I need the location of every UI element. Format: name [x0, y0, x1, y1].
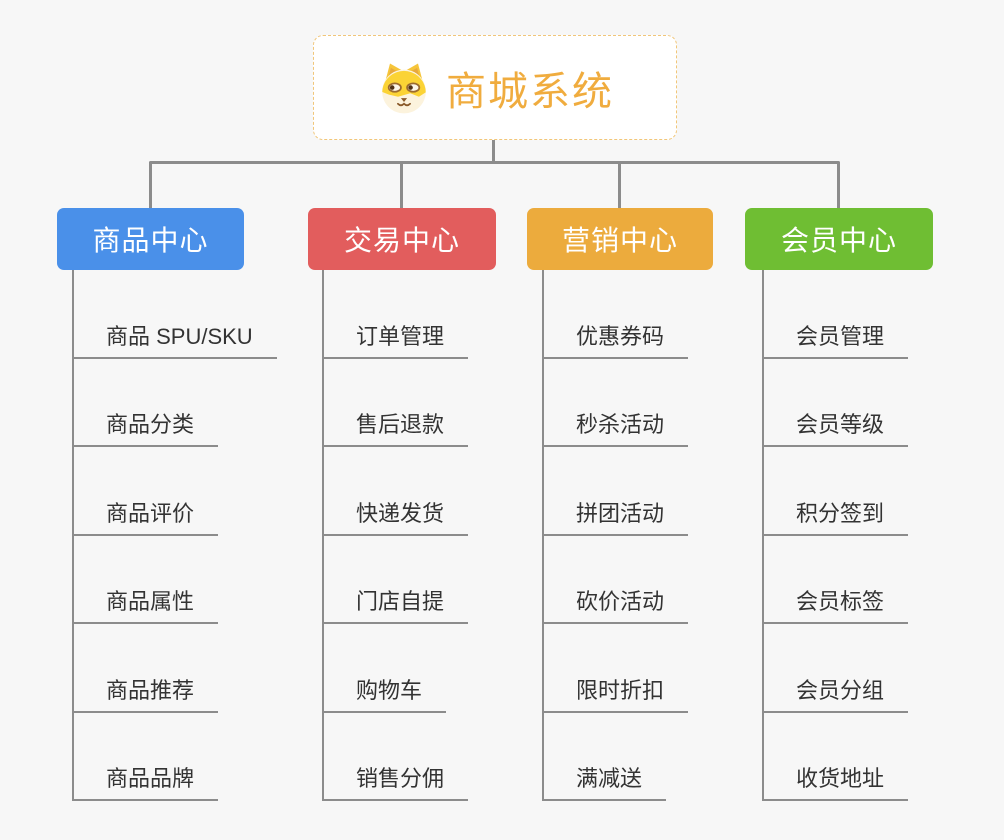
connector-drop-product [149, 162, 152, 209]
leaf-node[interactable]: 销售分佣 [322, 713, 469, 801]
column-marketing-center: 优惠券码 秒杀活动 拼团活动 砍价活动 限时折扣 满减送 [542, 270, 689, 801]
leaf-node[interactable]: 收货地址 [762, 713, 909, 801]
branch-product-center[interactable]: 商品中心 [57, 208, 244, 270]
leaf-node[interactable]: 会员等级 [762, 359, 909, 447]
branch-trade-center[interactable]: 交易中心 [308, 208, 496, 270]
leaf-node[interactable]: 会员分组 [762, 624, 909, 713]
branch-member-center[interactable]: 会员中心 [745, 208, 933, 270]
leaf-node[interactable]: 商品评价 [72, 447, 219, 536]
leaf-node[interactable]: 门店自提 [322, 536, 469, 624]
connector-root-stub [492, 140, 495, 163]
leaf-node[interactable]: 优惠券码 [542, 270, 689, 359]
root-title: 商城系统 [446, 69, 614, 114]
connector-drop-member [837, 162, 840, 209]
branch-marketing-center[interactable]: 营销中心 [527, 208, 713, 270]
dog-face-icon [382, 63, 426, 113]
column-member-center: 会员管理 会员等级 积分签到 会员标签 会员分组 收货地址 [762, 270, 909, 801]
connector-horizontal [149, 161, 840, 164]
trunk-line [542, 270, 544, 801]
leaf-node[interactable]: 积分签到 [762, 447, 909, 536]
leaf-node[interactable]: 满减送 [542, 713, 667, 801]
leaf-node[interactable]: 限时折扣 [542, 624, 689, 713]
root-node-mall-system[interactable]: 商城系统 [313, 35, 677, 140]
leaf-node[interactable]: 商品推荐 [72, 624, 219, 713]
leaf-node[interactable]: 拼团活动 [542, 447, 689, 536]
trunk-line [72, 270, 74, 801]
leaf-node[interactable]: 订单管理 [322, 270, 469, 359]
leaf-node[interactable]: 秒杀活动 [542, 359, 689, 447]
trunk-line [322, 270, 324, 801]
leaf-node[interactable]: 商品分类 [72, 359, 219, 447]
leaf-node[interactable]: 商品品牌 [72, 713, 219, 801]
leaf-node[interactable]: 售后退款 [322, 359, 469, 447]
leaf-node[interactable]: 砍价活动 [542, 536, 689, 624]
connector-drop-trade [400, 162, 403, 209]
leaf-node[interactable]: 购物车 [322, 624, 447, 713]
leaf-node[interactable]: 快递发货 [322, 447, 469, 536]
leaf-node[interactable]: 会员标签 [762, 536, 909, 624]
column-trade-center: 订单管理 售后退款 快递发货 门店自提 购物车 销售分佣 [322, 270, 469, 801]
leaf-node[interactable]: 商品属性 [72, 536, 219, 624]
trunk-line [762, 270, 764, 801]
connector-drop-marketing [618, 162, 621, 209]
leaf-node[interactable]: 商品 SPU/SKU [72, 270, 277, 359]
leaf-node[interactable]: 会员管理 [762, 270, 909, 359]
column-product-center: 商品 SPU/SKU 商品分类 商品评价 商品属性 商品推荐 商品品牌 [72, 270, 277, 801]
